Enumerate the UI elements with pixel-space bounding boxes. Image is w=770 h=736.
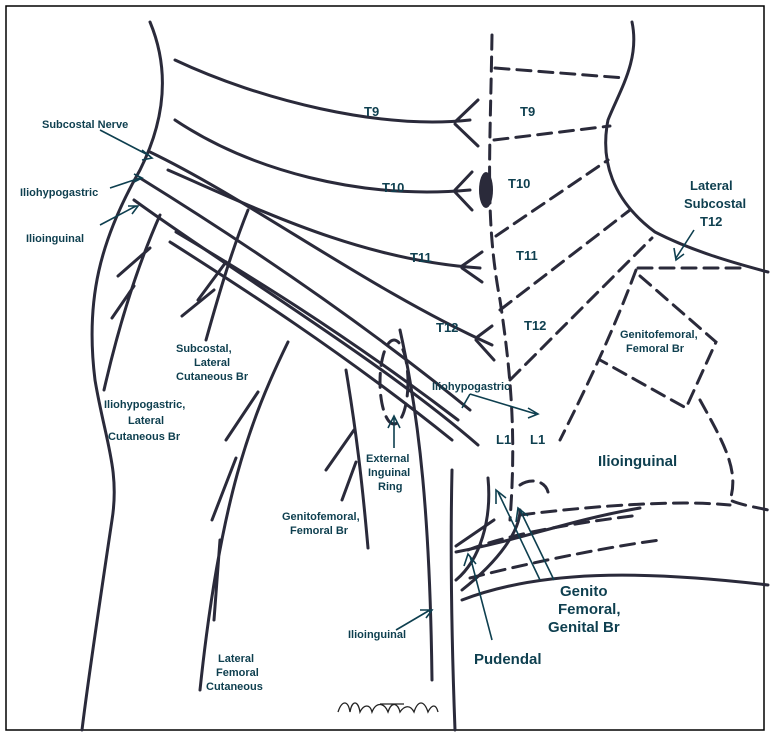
- t10-branch-a: [455, 172, 472, 190]
- label-ilioinguinal-lower: Ilioinguinal: [348, 629, 406, 641]
- derm-ilioinguinal-right: [700, 400, 768, 510]
- ilioinguinal-lower-branch: [400, 330, 432, 680]
- label-subcostal-nerve: Subcostal Nerve: [42, 119, 128, 131]
- umbilicus: [479, 172, 493, 208]
- t9-branch-a: [455, 100, 478, 122]
- label-t10-dermatome: T10: [508, 176, 530, 191]
- label-genito-3: Genital Br: [548, 619, 620, 636]
- arrow-subcostal: [100, 130, 152, 160]
- t10-nerve: [175, 120, 470, 192]
- label-t12-nerve: T12: [436, 320, 458, 335]
- label-t12-dermatome: T12: [524, 318, 546, 333]
- t9-nerve: [175, 60, 470, 122]
- label-iliohypo-lateral-2: Lateral: [128, 415, 164, 427]
- label-external-ring-2: Inguinal: [368, 467, 410, 479]
- thigh-outline: [462, 575, 768, 600]
- arrow-iliohypogastric-a: [462, 394, 538, 418]
- label-external-ring-1: External: [366, 453, 409, 465]
- label-iliohypogastric: Iliohypogastric: [20, 187, 98, 199]
- t11-branch-b: [462, 268, 482, 282]
- label-subcostal-lateral-1: Subcostal,: [176, 343, 232, 355]
- label-lateral-femoral-2: Femoral: [216, 667, 259, 679]
- label-ilioinguinal-region: Ilioinguinal: [598, 453, 677, 470]
- derm-t9-top: [495, 68, 625, 78]
- label-t11-nerve: T11: [410, 250, 432, 265]
- label-lateral-femoral-1: Lateral: [218, 653, 254, 665]
- t9-branch-b: [455, 124, 478, 146]
- derm-genital-c: [520, 481, 548, 492]
- t10-branch-b: [455, 192, 472, 210]
- label-t9-dermatome: T9: [520, 104, 535, 119]
- ilioinguinal-inner: [170, 242, 452, 440]
- subcostal-lateral-cutaneous-branch: [182, 210, 248, 340]
- external-inguinal-ring: [380, 340, 408, 424]
- label-iliohypo-lateral-3: Cutaneous Br: [108, 431, 181, 443]
- label-genitofemoral-femoral-left-2: Femoral Br: [290, 525, 349, 537]
- label-lateral-femoral-3: Cutaneous: [206, 681, 263, 693]
- medial-thigh-outline: [451, 470, 455, 730]
- derm-genitofemoral-box: [600, 276, 716, 408]
- arrow-iliohypogastric: [110, 174, 142, 188]
- label-genito-2: Femoral,: [558, 601, 621, 618]
- label-genitofemoral-femoral-right-2: Femoral Br: [626, 343, 685, 355]
- label-iliohypo-lateral-1: Iliohypogastric,: [104, 399, 185, 411]
- arrow-lateral-subcostal: [674, 230, 694, 260]
- arrow-ilioinguinal-low: [396, 610, 432, 630]
- label-subcostal-lateral-2: Lateral: [194, 357, 230, 369]
- label-l1-nerve: L1: [496, 432, 511, 447]
- right-torso-outline: [606, 22, 768, 272]
- derm-genital-b: [470, 540, 660, 578]
- label-t11-dermatome: T11: [516, 248, 538, 263]
- label-pudendal: Pudendal: [474, 651, 542, 668]
- label-genito-1: Genito: [560, 583, 608, 600]
- iliohypogastric-lateral-cutaneous-branch: [104, 215, 160, 390]
- derm-ilioinguinal-bottom: [520, 503, 730, 515]
- t12-branch-a: [476, 326, 492, 338]
- derm-t9-t10: [494, 126, 610, 140]
- label-subcostal-lateral-3: Cutaneous Br: [176, 371, 249, 383]
- derm-t10-t11: [496, 160, 608, 236]
- lateral-femoral-cutaneous: [200, 342, 288, 690]
- label-t9-nerve: T9: [364, 104, 379, 119]
- label-l1-dermatome: L1: [530, 432, 545, 447]
- midline-dashed: [490, 35, 513, 520]
- label-lateral-subcostal-3: T12: [700, 214, 722, 229]
- label-genitofemoral-femoral-right-1: Genitofemoral,: [620, 329, 698, 341]
- label-lateral-subcostal-2: Subcostal: [684, 196, 746, 211]
- label-iliohypogastric-mid: Iliohypogastric: [432, 381, 510, 393]
- derm-lateral-t12-b: [560, 270, 636, 440]
- t11-branch-a: [462, 252, 482, 266]
- label-external-ring-3: Ring: [378, 481, 402, 493]
- label-lateral-subcostal-1: Lateral: [690, 178, 733, 193]
- artist-signature: [338, 703, 438, 712]
- label-genitofemoral-femoral-left-1: Genitofemoral,: [282, 511, 360, 523]
- label-t10-nerve: T10: [382, 180, 404, 195]
- label-ilioinguinal: Ilioinguinal: [26, 233, 84, 245]
